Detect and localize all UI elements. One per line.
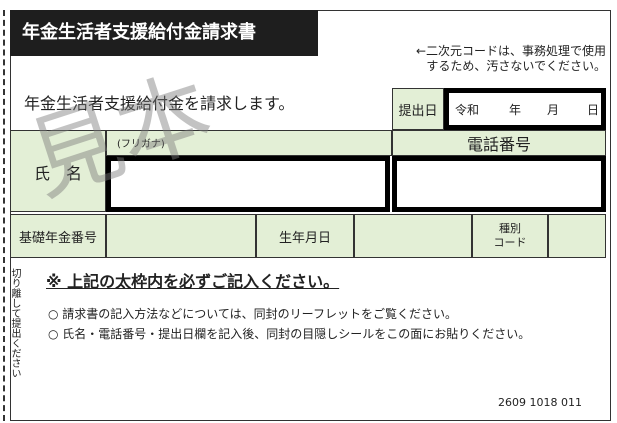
type-code-line1: 種別 xyxy=(499,222,521,235)
furigana-label: (フリガナ) xyxy=(106,130,392,156)
bullet-item: ○ 氏名・電話番号・提出日欄を記入後、同封の目隠しシールをこの面にお貼りください… xyxy=(48,327,531,341)
date-day: 日 xyxy=(587,102,600,117)
instruction-bullets: ○ 請求書の記入方法などについては、同封のリーフレットをご覧ください。 ○ 氏名… xyxy=(48,304,530,344)
cut-instruction: 切り離して提出ください xyxy=(9,268,20,378)
pension-number-label: 基礎年金番号 xyxy=(10,214,106,258)
instruction-heading: ※ 上記の太枠内を必ずご記入ください。 xyxy=(46,272,340,291)
name-label: 氏 名 xyxy=(33,164,82,183)
pension-number-field xyxy=(106,214,256,258)
qr-note-line2: するため、汚さないでください。 xyxy=(426,59,606,73)
bullet-item: ○ 請求書の記入方法などについては、同封のリーフレットをご覧ください。 xyxy=(48,307,457,321)
name-field[interactable] xyxy=(106,156,390,212)
date-month: 月 xyxy=(547,102,560,117)
date-era: 令和 xyxy=(455,102,480,117)
submit-date-label: 提出日 xyxy=(392,88,444,130)
request-text: 年金生活者支援給付金を請求します。 xyxy=(24,94,295,113)
type-code-field xyxy=(548,214,606,258)
date-year: 年 xyxy=(509,102,522,117)
phone-field[interactable] xyxy=(392,156,606,212)
birth-date-field xyxy=(354,214,472,258)
birth-date-label: 生年月日 xyxy=(256,214,354,258)
type-code-line2: コード xyxy=(493,236,527,249)
qr-note-line1: ←二次元コードは、事務処理で使用 xyxy=(415,44,606,58)
name-label-cell xyxy=(10,130,106,212)
type-code-label: 種別 コード xyxy=(472,214,548,258)
form-title: 年金生活者支援給付金請求書 xyxy=(10,10,318,56)
cut-line xyxy=(3,10,5,421)
qr-code-note: ←二次元コードは、事務処理で使用 するため、汚さないでください。 xyxy=(372,44,610,74)
form-code: 2609 1018 011 xyxy=(498,396,582,409)
submit-date-field[interactable]: 令和 年 月 日 xyxy=(444,88,606,130)
phone-label: 電話番号 xyxy=(392,130,606,156)
